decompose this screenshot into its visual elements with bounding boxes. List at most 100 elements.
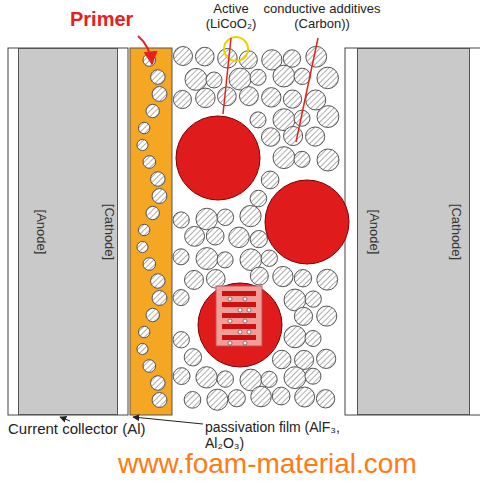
primer-band xyxy=(130,48,172,415)
carbon-particle xyxy=(196,248,218,270)
carbon-particle xyxy=(146,206,159,219)
ion-dot xyxy=(228,297,232,301)
carbon-particle xyxy=(305,368,321,384)
carbon-particle xyxy=(273,147,295,169)
layer-bar xyxy=(222,291,256,296)
carbon-particle xyxy=(151,274,166,289)
carbon-particle xyxy=(284,367,306,389)
carbon-particle xyxy=(173,249,189,265)
carbon-particle xyxy=(283,90,301,108)
carbon-particle xyxy=(250,69,266,85)
carbon-particle xyxy=(146,104,159,117)
carbon-particle xyxy=(273,266,293,286)
carbon-particle xyxy=(305,330,321,346)
carbon-particle xyxy=(273,65,295,87)
active-particle xyxy=(265,180,349,264)
carbon-particle xyxy=(317,269,338,290)
carbon-particle xyxy=(217,371,233,387)
carbon-particle xyxy=(152,291,167,306)
ion-dot xyxy=(247,308,251,312)
carbon-particle xyxy=(217,87,236,106)
carbon-particle xyxy=(262,88,281,107)
carbon-particle xyxy=(250,230,267,247)
carbon-particle xyxy=(250,112,266,128)
carbon-particle xyxy=(317,106,339,128)
carbon-particle xyxy=(207,389,228,410)
carbon-particle xyxy=(316,390,334,408)
carbon-particle xyxy=(184,392,201,409)
electrode-label: [Anode] xyxy=(367,209,382,254)
ion-dot xyxy=(243,297,247,301)
carbon-particle xyxy=(217,252,233,268)
carbon-particle xyxy=(173,332,189,348)
carbon-particle xyxy=(143,258,156,271)
carbon-particle xyxy=(305,291,321,307)
watermark: www.foam-material.com xyxy=(118,448,417,480)
carbon-particle xyxy=(185,270,204,289)
left-frame xyxy=(8,48,128,415)
electrode-block: [Anode] [Cathode] xyxy=(18,48,118,415)
carbon-particle xyxy=(294,270,311,287)
carbon-particle xyxy=(185,68,207,90)
ion-dot xyxy=(228,341,232,345)
electrode-label: [Cathode] xyxy=(102,203,117,259)
carbon-particle xyxy=(294,307,312,325)
leader-line xyxy=(296,38,318,142)
active-particles xyxy=(176,116,349,367)
leader-line xyxy=(223,38,231,114)
carbon-particle xyxy=(173,90,191,108)
layer-bar xyxy=(222,324,256,329)
callout-label: Primer xyxy=(70,8,160,31)
active-particle xyxy=(176,116,260,200)
carbon-particle xyxy=(196,208,218,230)
layer-inset xyxy=(216,286,262,346)
callout-label: Current collector (Al) xyxy=(8,420,198,437)
carbon-particle xyxy=(250,190,267,207)
carbon-particle xyxy=(143,360,156,373)
layer-bar xyxy=(222,335,256,340)
carbon-particle xyxy=(229,227,249,247)
carbon-particle xyxy=(272,350,291,369)
ion-dot xyxy=(243,319,247,323)
carbon-particle xyxy=(151,376,166,391)
carbon-particle xyxy=(173,212,189,228)
carbon-particle xyxy=(317,349,336,368)
carbon-particle xyxy=(272,387,290,405)
electrode-label: [Anode] xyxy=(34,209,49,254)
carbon-particle xyxy=(138,224,149,235)
ion-dot xyxy=(243,341,247,345)
active-particle xyxy=(198,283,282,367)
carbon-particle xyxy=(261,171,279,189)
callout-label: Active (LiCoO₂) xyxy=(193,2,269,32)
carbon-particle xyxy=(217,209,234,226)
layer-structure xyxy=(222,291,256,345)
carbon-particle xyxy=(143,54,156,67)
carbon-particle xyxy=(294,68,310,84)
carbon-particle xyxy=(306,127,325,146)
carbon-particle xyxy=(173,368,190,385)
carbon-particle xyxy=(138,122,149,133)
carbon-particle xyxy=(261,128,280,147)
electrode-label: [Cathode] xyxy=(449,203,464,259)
right-frame xyxy=(345,48,480,415)
highlight-ring xyxy=(224,37,248,61)
layer-bar xyxy=(222,313,256,318)
carbon-particle xyxy=(151,70,166,85)
carbon-particle xyxy=(206,227,224,245)
layer-bar xyxy=(222,302,256,307)
carbon-particle xyxy=(294,151,310,167)
carbon-particle xyxy=(151,172,166,187)
carbon-particle xyxy=(284,126,303,145)
electrode-block: [Anode] [Cathode] xyxy=(357,48,470,415)
carbon-particle xyxy=(317,306,337,326)
ion-dot xyxy=(228,319,232,323)
carbon-particle xyxy=(173,47,192,66)
carbon-particle xyxy=(261,250,277,266)
carbon-particle xyxy=(152,189,167,204)
carbon-particle xyxy=(261,371,277,387)
carbon-particle xyxy=(137,343,148,354)
carbon-particle xyxy=(283,50,300,67)
carbon-particle xyxy=(317,149,339,171)
carbon-particle xyxy=(137,139,148,150)
